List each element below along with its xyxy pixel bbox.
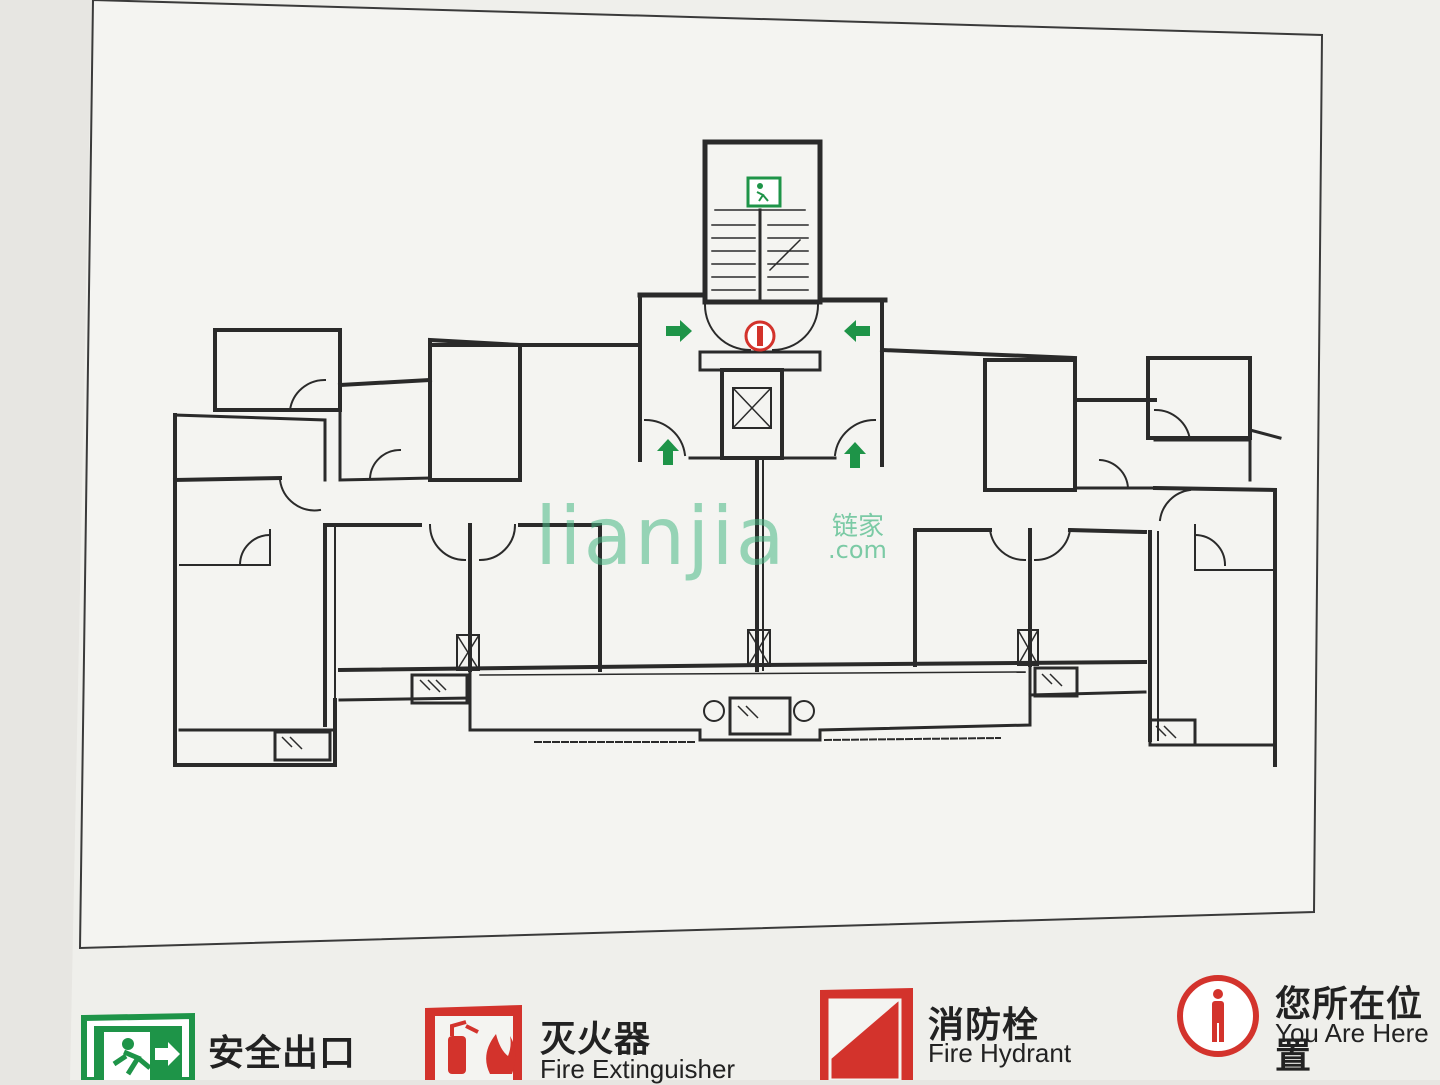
evacuation-arrow-icon: [657, 320, 870, 468]
left-wing: [172, 328, 763, 767]
elevator-lobby: [637, 292, 888, 672]
plan-symbols: [281, 176, 1177, 750]
balcony: [468, 628, 1032, 743]
stair-core: [702, 139, 823, 305]
legend-you-are-here-label-cn: 您所在位置: [1275, 984, 1424, 1077]
legend-extinguisher-label-en: Fire Extinguisher: [540, 1054, 736, 1084]
legend-hydrant-label-en: Fire Hydrant: [928, 1038, 1072, 1068]
watermark-domain-text: .com: [828, 536, 887, 564]
legend-extinguisher-label-cn: 灭火器: [540, 1019, 652, 1060]
watermark-logo-text: lianjia: [535, 490, 787, 583]
hydrant-marker-icon: [281, 673, 1177, 750]
right-wing: [757, 347, 1282, 767]
floor-plan: [172, 139, 1282, 767]
plan-frame: [78, 0, 1324, 950]
watermark-cn-text: 链家: [832, 512, 885, 542]
fire-extinguisher-icon: [425, 1005, 522, 1080]
exit-sign-icon: [746, 176, 782, 208]
fire-hydrant-icon: [820, 988, 913, 1082]
legend-you-are-here-label-en: You Are Here: [1275, 1018, 1429, 1048]
emergency-exit-icon: [81, 1012, 195, 1083]
legend-icons: [81, 975, 1259, 1083]
legend-hydrant-label-cn: 消防栓: [928, 1005, 1040, 1046]
you-are-here-icon: [1177, 975, 1259, 1057]
legend-exit-label: 安全出口: [208, 1033, 357, 1074]
you-are-here-marker-icon: [744, 320, 776, 352]
